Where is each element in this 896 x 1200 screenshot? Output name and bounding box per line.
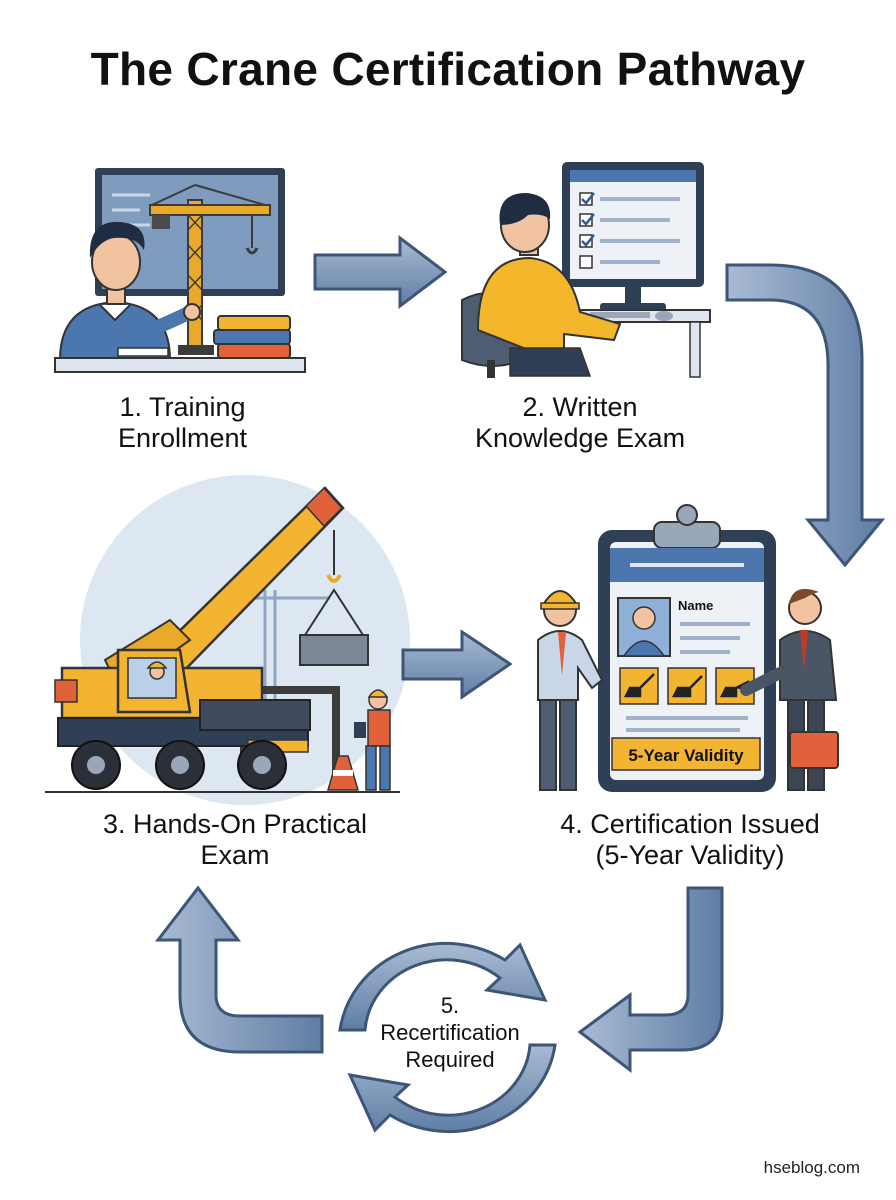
equipment-icons bbox=[619, 667, 755, 705]
signal-worker bbox=[354, 689, 391, 791]
certificate-name-label: Name bbox=[678, 598, 713, 613]
written-exam-illustration bbox=[461, 162, 711, 378]
arrow-step1-to-2 bbox=[313, 234, 448, 310]
arrow-step4-to-5 bbox=[577, 886, 724, 1074]
practical-exam-illustration bbox=[45, 475, 410, 805]
manager-person bbox=[740, 588, 839, 791]
mobile-crane-icon bbox=[54, 486, 345, 790]
validity-badge bbox=[611, 737, 761, 771]
trainee-person bbox=[58, 221, 201, 361]
arrow-step3-to-4 bbox=[401, 629, 513, 700]
recertification-cycle-icon bbox=[338, 942, 557, 1133]
footer-watermark[interactable]: hseblog.com bbox=[763, 1158, 860, 1177]
books-icon bbox=[213, 315, 291, 359]
arrow-step2-to-4 bbox=[725, 263, 886, 568]
validity-badge-text: 5-Year Validity bbox=[628, 746, 744, 765]
training-illustration bbox=[54, 168, 306, 373]
inspector-person bbox=[537, 590, 604, 791]
step-4-label: 4. Certification Issued (5-Year Validity… bbox=[560, 809, 820, 870]
arrow-step5-to-3 bbox=[154, 885, 324, 1054]
step-5-label: 5. Recertification Required bbox=[380, 993, 520, 1072]
certification-illustration: Name 5-Year Validity bbox=[537, 504, 839, 792]
step-2-label: 2. Written Knowledge Exam bbox=[474, 392, 686, 453]
checklist-icon bbox=[579, 192, 593, 269]
step-3-label: 3. Hands-On Practical Exam bbox=[102, 809, 368, 870]
step-1-label: 1. Training Enrollment bbox=[117, 392, 248, 453]
page-title: The Crane Certification Pathway bbox=[90, 43, 806, 95]
exam-taker-person bbox=[476, 193, 622, 377]
